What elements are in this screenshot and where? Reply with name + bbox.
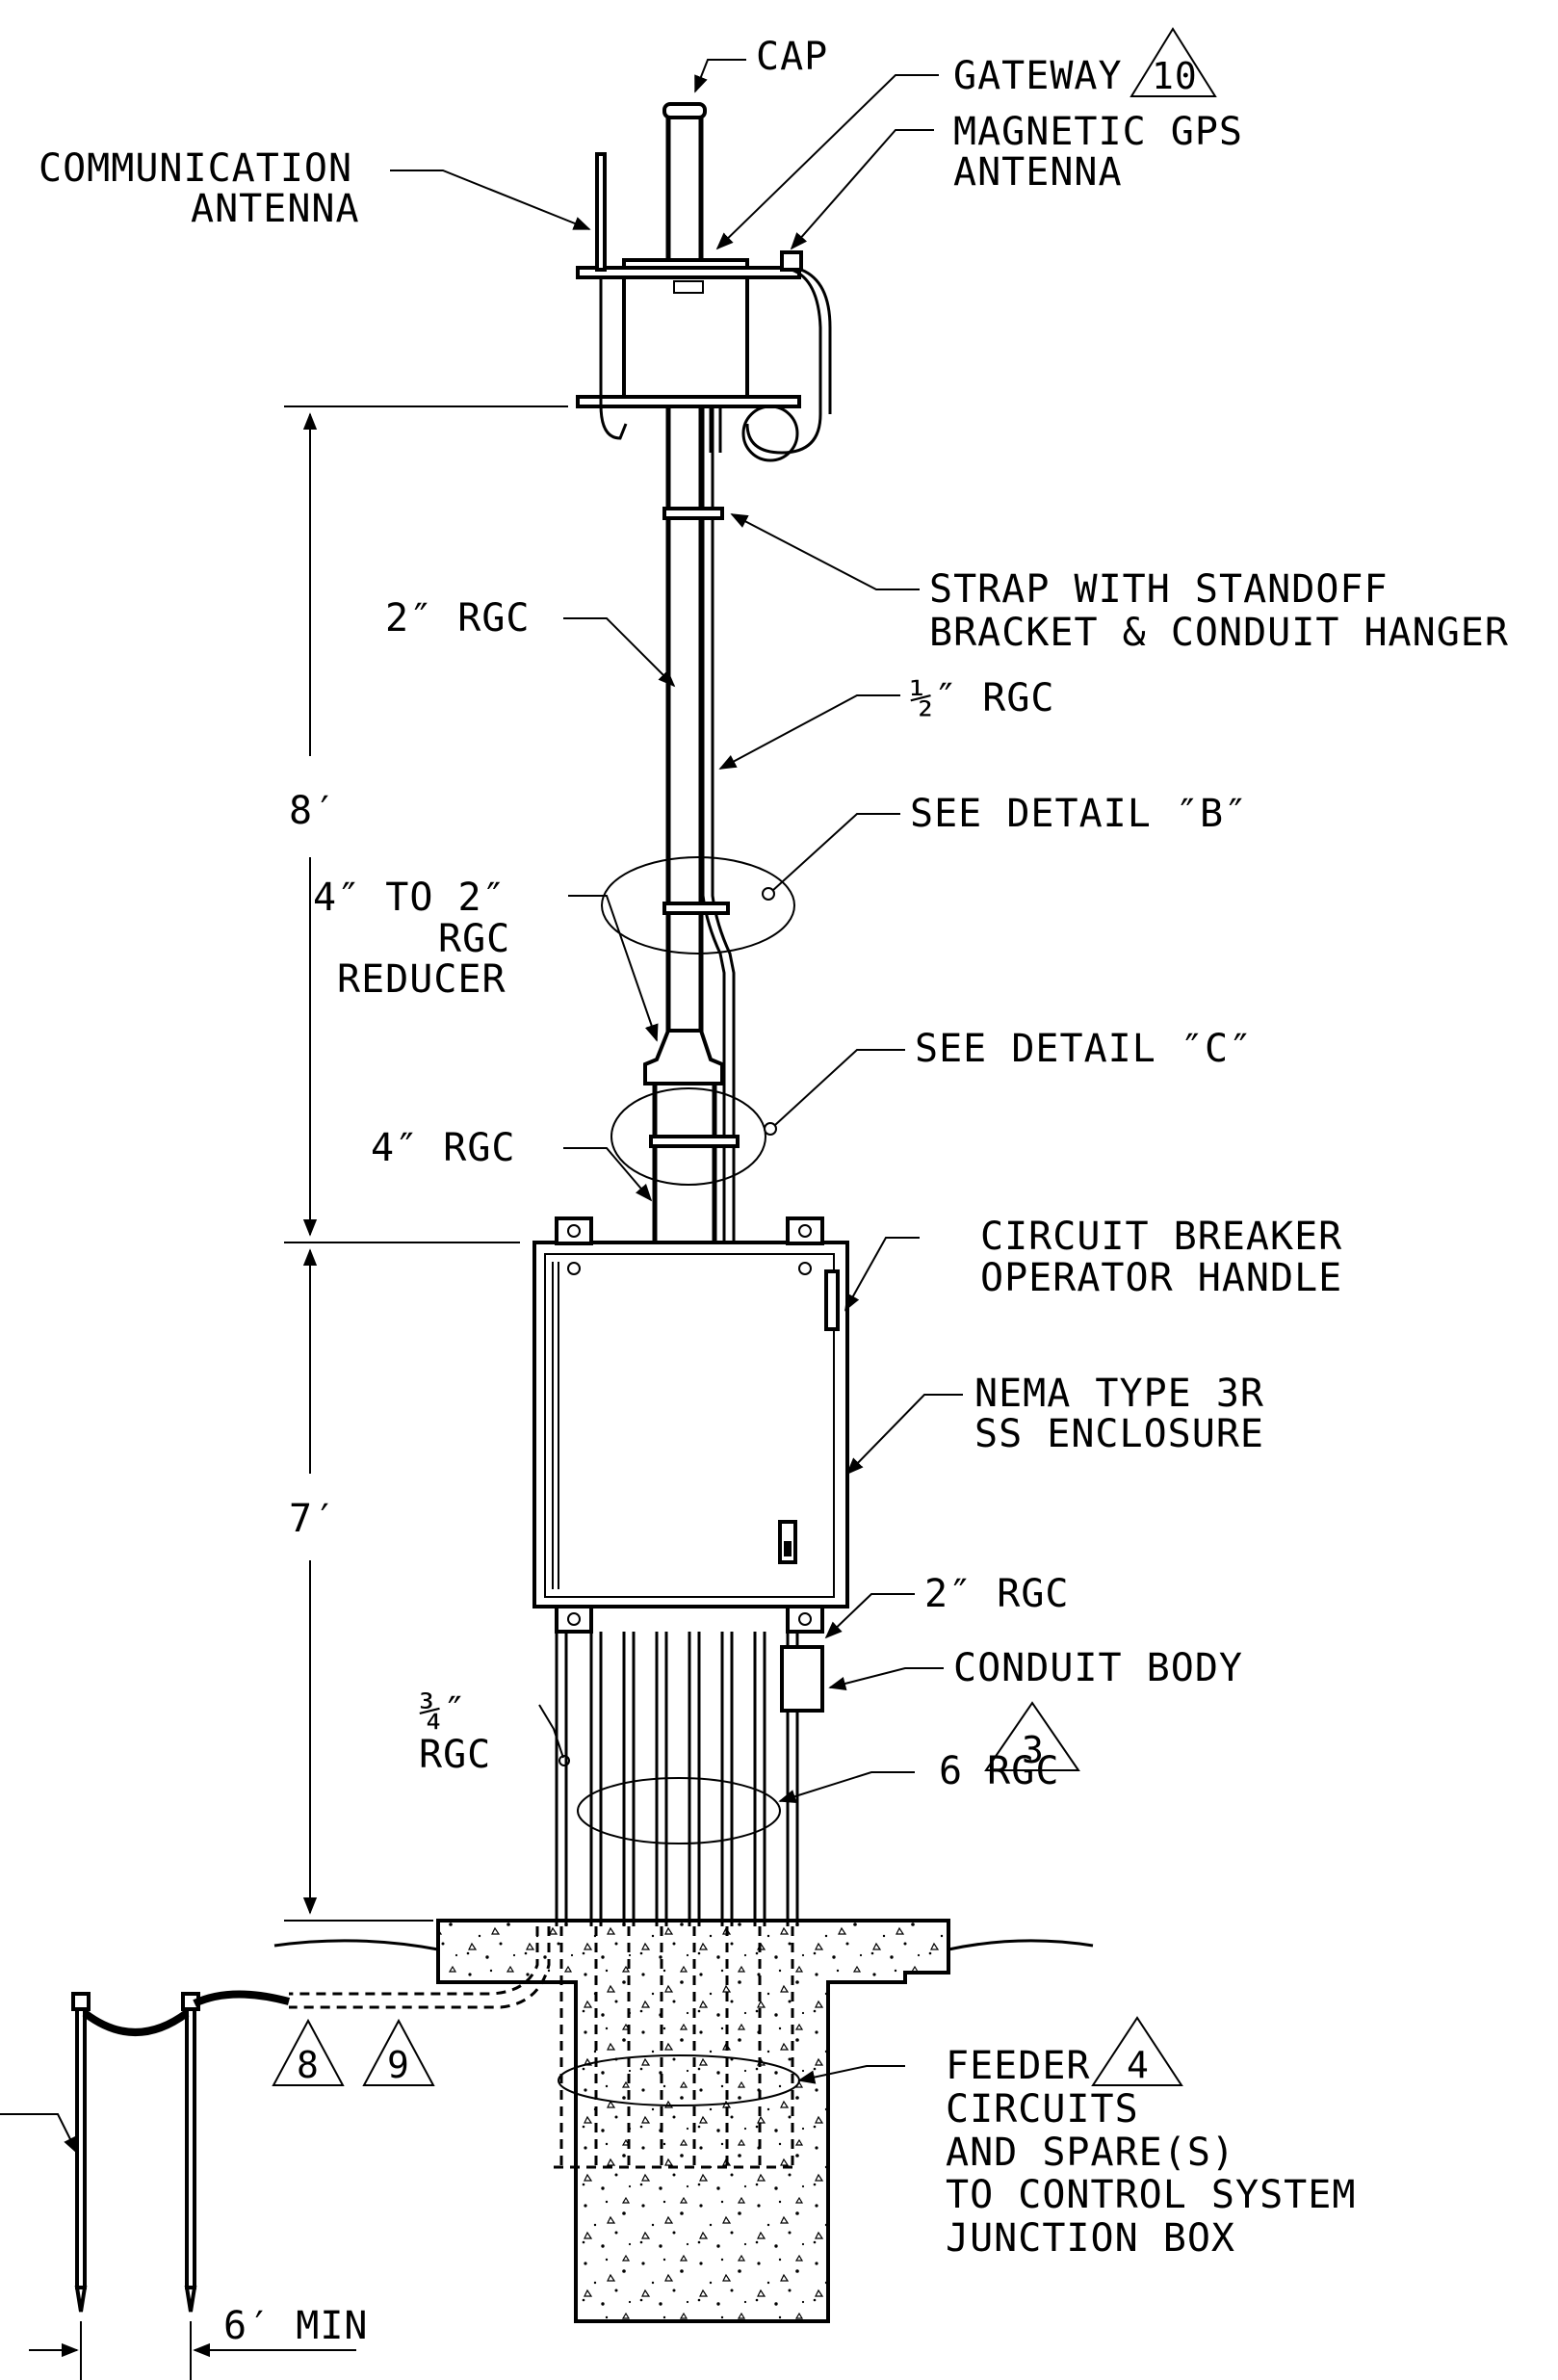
label-2in-rgc-upper: 2″ RGC <box>385 596 531 641</box>
circuit-breaker-handle <box>824 1269 840 1331</box>
label-feeder-line1: FEEDER <box>946 2044 1091 2088</box>
label-reducer-line1: 4″ TO 2″ <box>313 876 506 920</box>
label-see-detail-b: SEE DETAIL ″B″ <box>910 792 1248 836</box>
label-magnetic-line2: ANTENNA <box>953 150 1123 195</box>
gateway-tag-number: 10 <box>1152 55 1198 97</box>
label-feeder-line2: CIRCUITS <box>946 2087 1139 2132</box>
label-see-detail-c: SEE DETAIL ″C″ <box>915 1027 1253 1071</box>
conduit-bundle <box>555 1632 824 1926</box>
label-three-quarter-line2: RGC <box>419 1733 491 1777</box>
reducer <box>643 1029 724 1085</box>
label-communication-line2: ANTENNA <box>191 187 360 231</box>
dimensions <box>29 405 568 2380</box>
six-rgc-bundle-callout <box>577 1777 781 1844</box>
six-rgc-tag-number: 3 <box>1022 1729 1045 1771</box>
label-feeder-line5: JUNCTION BOX <box>946 2216 1235 2261</box>
label-reducer-line2: RGC <box>438 917 510 961</box>
revision-triangles <box>272 27 1217 2086</box>
label-feeder-line3: AND SPARE(S) <box>946 2131 1235 2175</box>
label-communication-line1: COMMUNICATION <box>39 146 352 191</box>
half-inch-rgc-conduit <box>701 405 726 1242</box>
tag-8-number: 8 <box>297 2044 320 2086</box>
feeder-tag-number: 4 <box>1127 2044 1150 2086</box>
mast-cap <box>662 102 707 119</box>
tag-9-number: 9 <box>387 2044 410 2086</box>
label-6ft-min: 6′ MIN <box>223 2304 369 2348</box>
conduit-body <box>780 1645 824 1713</box>
label-breaker-line2: OPERATOR HANDLE <box>980 1256 1342 1300</box>
label-cap: CAP <box>756 35 828 79</box>
label-magnetic-line1: MAGNETIC GPS <box>953 110 1243 154</box>
gateway-assembly <box>576 152 832 462</box>
concrete-foundation <box>273 1919 1094 2323</box>
label-nema-line1: NEMA TYPE 3R <box>974 1372 1264 1416</box>
label-2in-rgc-lower: 2″ RGC <box>924 1572 1070 1616</box>
leader-lines <box>0 59 963 2155</box>
strap-detail-c <box>649 1135 740 1148</box>
label-reducer-line3: REDUCER <box>337 957 506 1002</box>
annotation-text: CAP GATEWAY 10 COMMUNICATION ANTENNA MAG… <box>39 35 1509 2348</box>
label-strap-line2: BRACKET & CONDUIT HANGER <box>929 611 1509 655</box>
label-six-rgc: 6 RGC <box>939 1749 1059 1793</box>
label-breaker-line1: CIRCUIT BREAKER <box>980 1215 1342 1259</box>
label-4in-rgc: 4″ RGC <box>371 1126 516 1170</box>
communication-antenna <box>595 152 607 272</box>
strap-upper <box>662 507 724 520</box>
ground-rods <box>71 1990 291 2313</box>
label-dimension-8ft: 8′ <box>289 789 337 833</box>
label-half-inch-rgc: ½″ RGC <box>910 676 1055 720</box>
label-strap-line1: STRAP WITH STANDOFF <box>929 567 1389 612</box>
label-feeder-line4: TO CONTROL SYSTEM <box>946 2173 1356 2217</box>
label-dimension-7ft: 7′ <box>289 1497 337 1541</box>
nema-enclosure <box>532 1216 849 1634</box>
label-gateway: GATEWAY <box>953 54 1123 98</box>
label-three-quarter-line1: ¾″ <box>419 1689 467 1734</box>
magnetic-gps-antenna <box>780 250 803 272</box>
gateway-enclosure <box>622 258 749 406</box>
label-conduit-body: CONDUIT BODY <box>953 1646 1243 1690</box>
strap-detail-b <box>662 902 730 915</box>
label-nema-line2: SS ENCLOSURE <box>974 1412 1264 1456</box>
